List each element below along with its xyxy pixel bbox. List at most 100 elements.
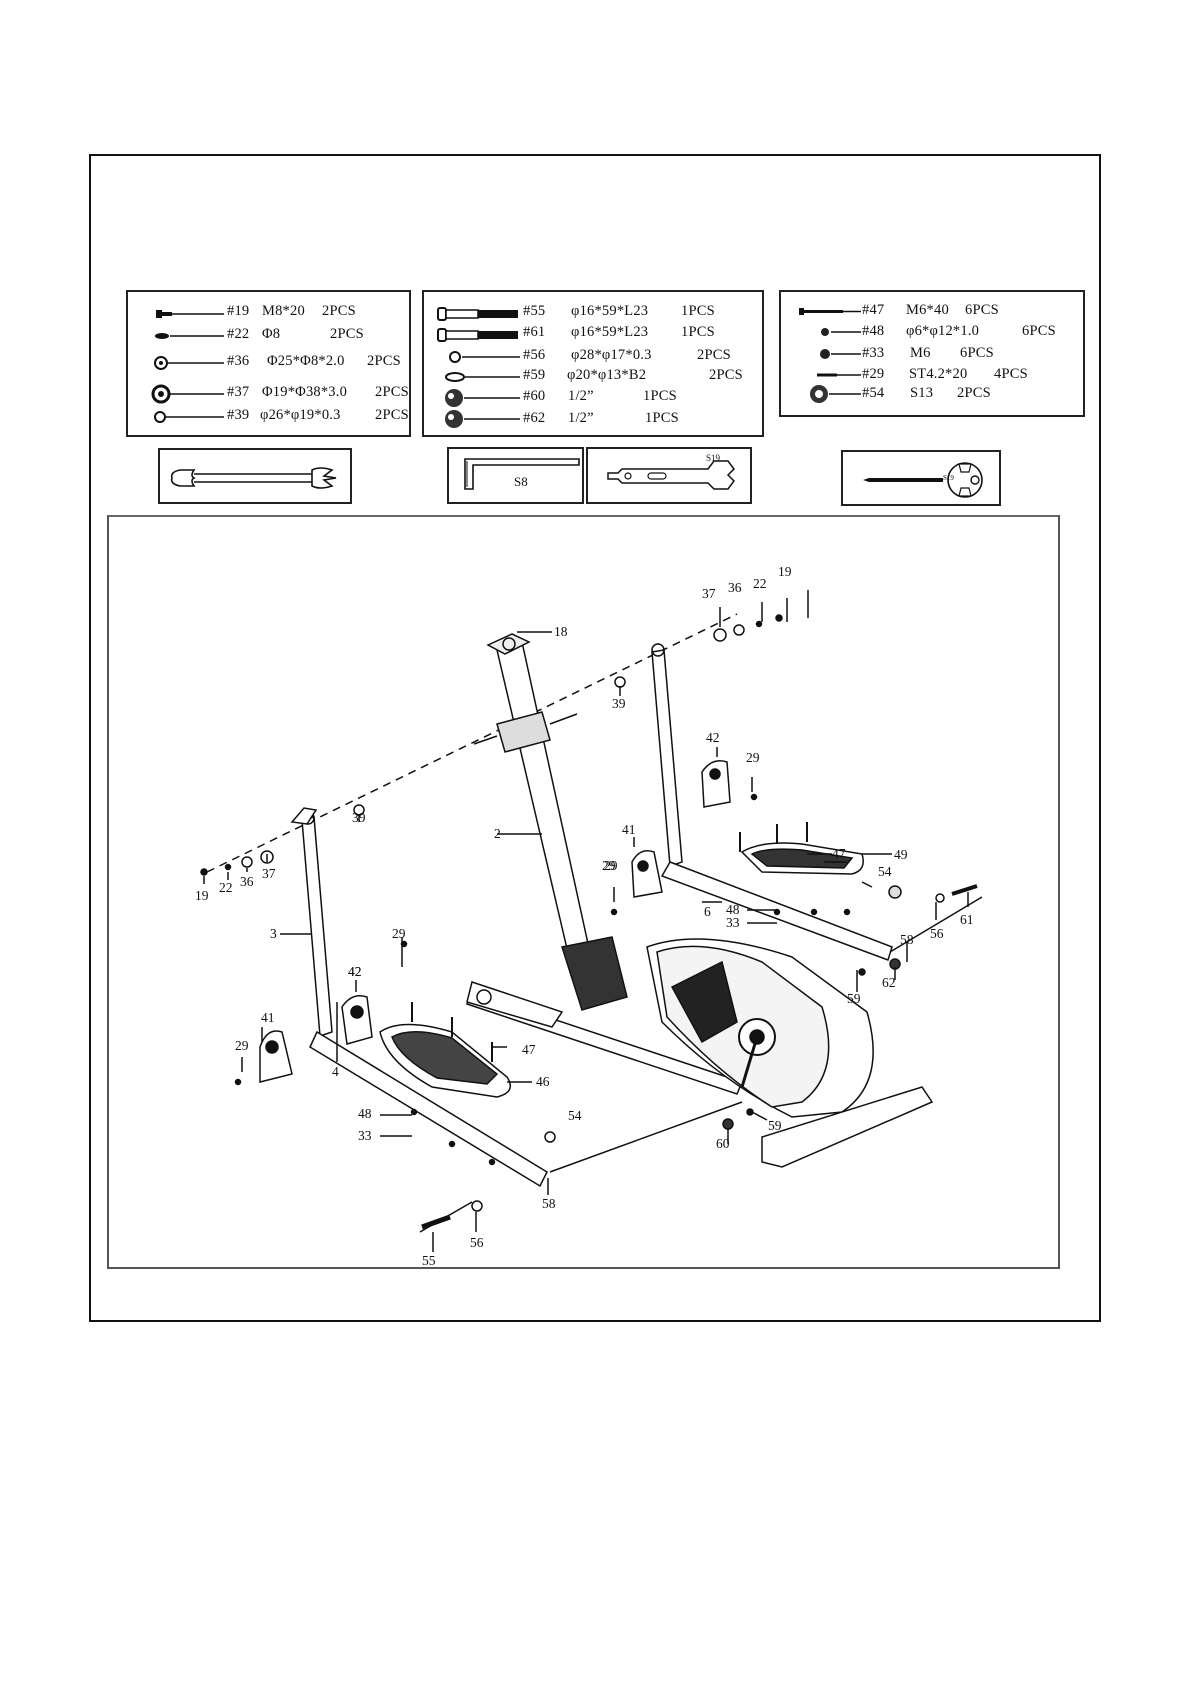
wrench-icon: [170, 467, 337, 489]
callout-56: 56: [930, 926, 944, 941]
callout-18: 18: [554, 624, 568, 639]
hardware-icons-2: [437, 307, 520, 428]
hw-spec: φ16*59*L23: [571, 324, 649, 340]
hw-qty: 2PCS: [322, 303, 356, 319]
hw-id: #48: [862, 323, 885, 339]
callout-58: 58: [900, 932, 914, 947]
hw-spec: M8*20: [262, 303, 305, 319]
callout-2: 2: [494, 826, 501, 841]
hw-spec: φ16*59*L23: [571, 303, 649, 319]
callout-3: 3: [270, 926, 277, 941]
callout-56: 56: [470, 1235, 484, 1250]
callout-29: 29: [602, 858, 616, 873]
allen-key-label: S8: [514, 474, 528, 489]
hw-spec: Φ8: [262, 326, 281, 342]
callout-29: 29: [604, 858, 618, 873]
callout-29: 29: [746, 750, 760, 765]
callout-29: 29: [392, 926, 406, 941]
hw-spec: φ20*φ13*B2: [567, 367, 647, 383]
hw-spec: φ26*φ19*0.3: [260, 407, 341, 423]
callout-33: 33: [726, 915, 740, 930]
callout-39: 39: [612, 696, 626, 711]
allen-key-icon: [464, 458, 580, 490]
callout-22: 22: [753, 576, 767, 591]
hw-spec: φ28*φ17*0.3: [571, 347, 652, 363]
screwdriver-icon: [863, 462, 983, 498]
callout-61: 61: [960, 912, 974, 927]
callout-6: 6: [704, 904, 711, 919]
callout-41: 41: [622, 822, 636, 837]
hw-qty: 6PCS: [1022, 323, 1056, 339]
hw-qty: 1PCS: [645, 410, 679, 426]
callout-59: 59: [847, 991, 861, 1006]
hw-spec: M6: [910, 345, 931, 361]
hw-spec: ST4.2*20: [909, 366, 968, 382]
hw-qty: 2PCS: [367, 353, 401, 369]
callout-55: 55: [422, 1253, 436, 1268]
callout-19: 19: [778, 564, 792, 579]
hw-qty: 4PCS: [994, 366, 1028, 382]
hw-id: #60: [523, 388, 546, 404]
callout-46: 46: [536, 1074, 550, 1089]
hw-id: #37: [227, 384, 250, 400]
callout-labels: 18 19 22 36 37 39 2 3 4 6 29 41 42 46 47…: [235, 564, 974, 1268]
callout-22: 22: [219, 880, 233, 895]
callout-19: 19: [195, 888, 209, 903]
hw-qty: 1PCS: [643, 388, 677, 404]
callout-41: 41: [261, 1010, 275, 1025]
multi-wrench-icon: [607, 460, 735, 490]
hw-spec: 1/2”: [568, 388, 594, 404]
callout-62: 62: [882, 975, 896, 990]
callout-49: 49: [894, 847, 908, 862]
screwdriver-tool: S19: [841, 450, 1001, 506]
hw-spec: 1/2”: [568, 410, 594, 426]
hw-spec: Φ25*Φ8*2.0: [267, 353, 345, 369]
hw-id: #56: [523, 347, 546, 363]
hw-id: #55: [523, 303, 546, 319]
callout-36: 36: [728, 580, 742, 595]
hw-id: #62: [523, 410, 546, 426]
hw-qty: 2PCS: [375, 384, 409, 400]
hw-id: #39: [227, 407, 250, 423]
hw-qty: 6PCS: [960, 345, 994, 361]
callout-48: 48: [358, 1106, 372, 1121]
hw-id: #54: [862, 385, 885, 401]
hw-id: #29: [862, 366, 885, 382]
callout-42: 42: [348, 964, 362, 979]
hw-id: #33: [862, 345, 885, 361]
callout-36: 36: [240, 874, 254, 889]
hw-id: #36: [227, 353, 250, 369]
screwdriver-label: S19: [943, 474, 954, 482]
callout-42: 42: [348, 964, 362, 979]
hw-qty: 2PCS: [709, 367, 743, 383]
assembly-drawing: 18 19 22 36 37 39 2 3 4 6 29 41 42 46 47…: [195, 564, 983, 1268]
hardware-box-3: #47 M6*40 6PCS #48 φ6*φ12*1.0 6PCS #33 M6 6PCS…: [779, 290, 1085, 417]
instruction-frame: [89, 154, 1101, 1322]
multi-wrench-label: S19: [706, 453, 721, 463]
hw-spec: M6*40: [906, 302, 949, 318]
callout-37: 37: [702, 586, 716, 601]
callout-4: 4: [332, 1064, 339, 1079]
callout-33: 33: [358, 1128, 372, 1143]
hw-qty: 2PCS: [957, 385, 991, 401]
callout-54: 54: [568, 1108, 582, 1123]
hw-id: #22: [227, 326, 250, 342]
hw-spec: φ6*φ12*1.0: [906, 323, 980, 339]
callout-37: 37: [262, 866, 276, 881]
callout-59: 59: [768, 1118, 782, 1133]
hw-id: #47: [862, 302, 885, 318]
callout-47: 47: [832, 846, 846, 861]
wrench-tool: [158, 448, 352, 504]
hw-qty: 1PCS: [681, 303, 715, 319]
callout-42: 42: [706, 730, 720, 745]
hw-qty: 2PCS: [697, 347, 731, 363]
callout-39: 39: [352, 810, 366, 825]
multi-wrench-tool: S19: [586, 447, 752, 504]
exploded-assembly-diagram: 18 19 22 36 37 39 2 3 4 6 29 41 42 46 47…: [107, 515, 1060, 1269]
hw-qty: 6PCS: [965, 302, 999, 318]
hw-id: #59: [523, 367, 546, 383]
hw-spec: S13: [910, 385, 934, 401]
callout-29: 29: [235, 1038, 249, 1053]
